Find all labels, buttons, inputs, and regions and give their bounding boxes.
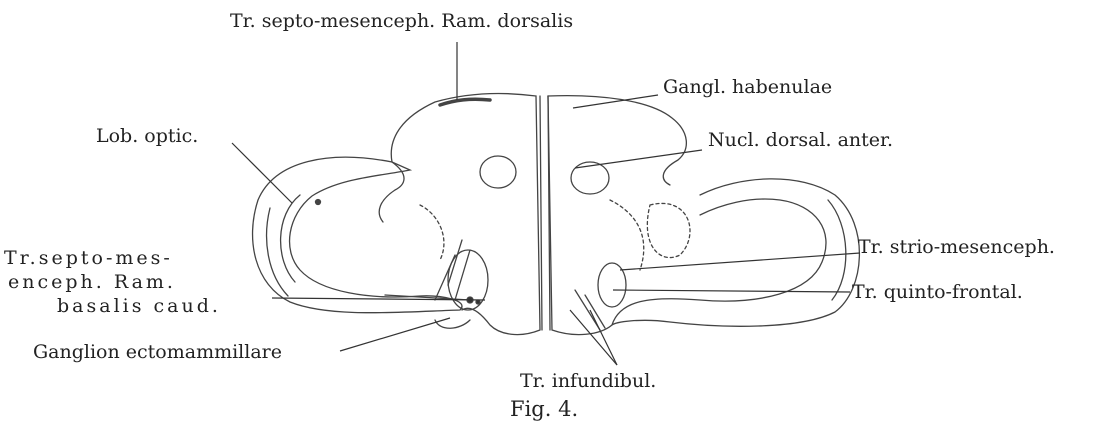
left-hemisphere [391,94,540,335]
leader-ectomammillare [340,318,450,351]
leader-quinto [613,290,850,292]
label-quinto-frontal: Tr. quinto-frontal. [852,282,1023,302]
left-optic-lobe-inner [281,195,300,282]
leader-lob-optic [232,143,292,203]
label-infundibul: Tr. infundibul. [520,371,656,391]
right-nucleus-upper [571,162,609,194]
label-nucl-dorsal-anter: Nucl. dorsal. anter. [708,130,893,150]
leader-strio [620,253,860,270]
left-nucleus-upper [480,156,516,188]
leader-nucl-dorsal [575,150,702,168]
label-lob-optic: Lob. optic. [96,126,198,146]
label-septo-mesenceph-dorsalis: Tr. septo-mesenceph. Ram. dorsalis [230,11,573,31]
left-optic-lobe [253,157,462,313]
right-hemisphere [548,96,686,185]
label-strio-mesenceph: Tr. strio-mesenceph. [858,237,1055,257]
label-basalis-line3: basalis caud. [57,296,221,316]
right-optic-lobe [612,179,859,326]
leader-habenulae [573,95,658,108]
midline [540,96,550,330]
figure-caption: Fig. 4. [510,399,578,419]
label-basalis-line1: Tr.septo-mes- [4,248,173,268]
label-basalis-line2: enceph. Ram. [8,272,176,292]
label-gangl-habenulae: Gangl. habenulae [663,77,832,97]
label-ganglion-ectomammillare: Ganglion ectomammillare [33,342,282,362]
